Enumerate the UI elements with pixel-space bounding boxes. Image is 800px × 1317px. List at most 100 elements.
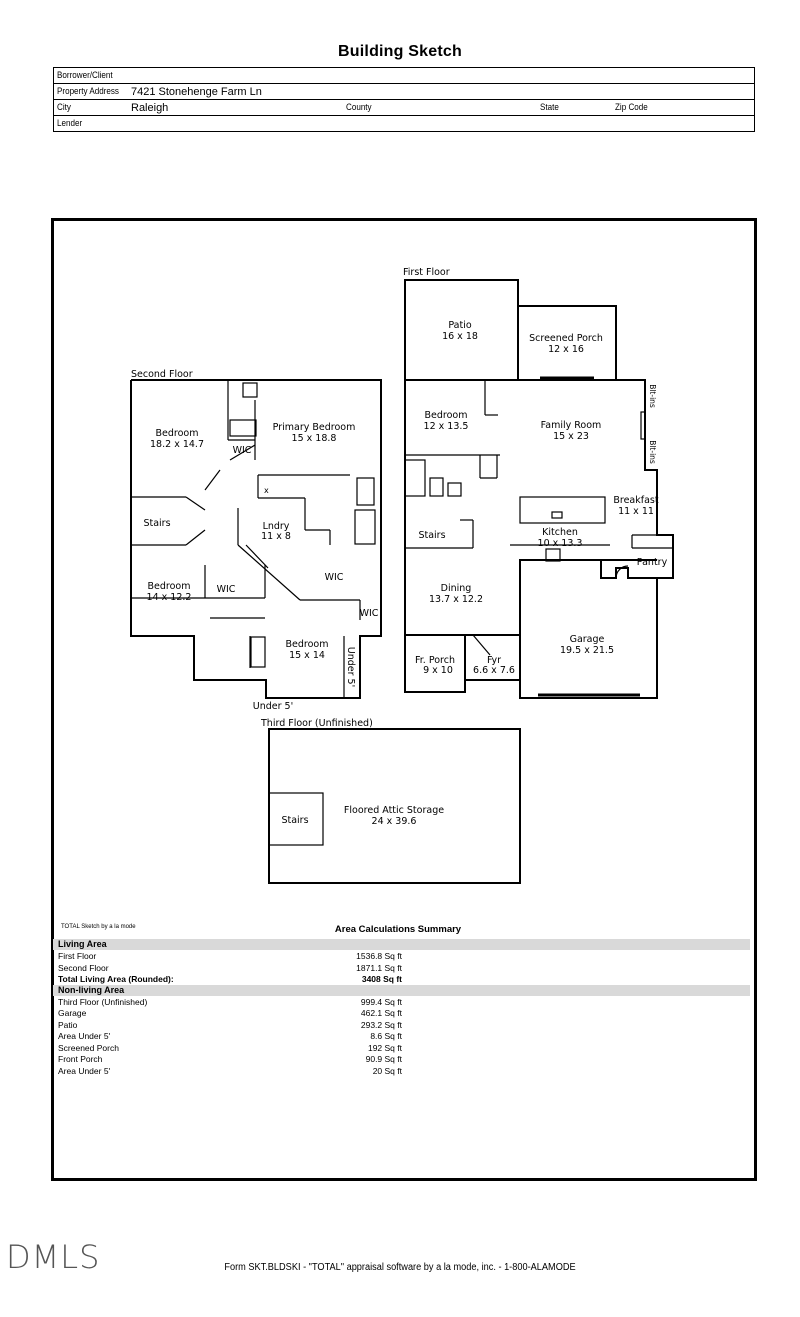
sketch-frame: [51, 218, 757, 1181]
state-label: State: [540, 102, 559, 113]
kitchen-island: [519, 496, 606, 524]
bedroom-ff-name: Bedroom: [425, 410, 468, 421]
total-name: Total Living Area (Rounded):: [58, 974, 174, 984]
area-value: 90.9 Sq ft: [365, 1054, 402, 1064]
area-value: 1871.1 Sq ft: [356, 963, 402, 973]
brand-note: TOTAL Sketch by a la mode: [61, 924, 136, 930]
range: [545, 548, 561, 562]
second-floor-interior: [131, 380, 376, 698]
blt-ins-2-label: Blt-ins: [648, 440, 657, 464]
borrower-row: Borrower/Client: [54, 68, 754, 84]
primary-bedroom-dim: 15 x 18.8: [292, 433, 337, 444]
second-floor-label: Second Floor: [131, 369, 193, 380]
county-label: County: [346, 102, 372, 113]
primary-bedroom-name: Primary Bedroom: [273, 422, 356, 433]
area-row: Patio 293.2 Sq ft: [58, 1020, 748, 1031]
stairs-sf-label: Stairs: [143, 518, 170, 529]
bedroom-sf1-dim: 18.2 x 14.7: [150, 439, 204, 450]
area-value: 293.2 Sq ft: [360, 1020, 402, 1030]
wic4-label: WIC: [360, 608, 379, 619]
floor-plan-sketch: First Floor Second Floor Third Floor (Un…: [130, 267, 674, 884]
under5-side-label: Under 5': [345, 647, 356, 687]
patio-dim: 16 x 18: [442, 331, 478, 342]
under5-label: Under 5': [253, 701, 293, 712]
area-value: 462.1 Sq ft: [360, 1008, 402, 1018]
address-value: 7421 Stonehenge Farm Ln: [131, 86, 262, 98]
tub-2: [354, 509, 376, 545]
fyr-dim: 6.6 x 7.6: [473, 665, 515, 676]
first-floor-plan: [404, 279, 674, 699]
area-name: Screened Porch: [58, 1043, 119, 1053]
property-info-table: Borrower/Client Property Address 7421 St…: [53, 67, 755, 132]
area-title: Area Calculations Summary: [334, 924, 462, 935]
address-label: Property Address: [57, 86, 119, 97]
garage-name: Garage: [570, 634, 605, 645]
fyr-name: Fyr: [487, 655, 501, 666]
family-room-dim: 15 x 23: [553, 431, 589, 442]
fireplace: [404, 459, 426, 497]
third-floor-label: Third Floor (Unfinished): [260, 718, 373, 729]
wic1-label: WIC: [233, 445, 252, 456]
area-value: 999.4 Sq ft: [360, 997, 402, 1007]
area-value: 20 Sq ft: [372, 1066, 402, 1076]
x-mark: x: [264, 486, 269, 495]
bedroom-sf2-dim: 14 x 12.2: [147, 592, 192, 603]
area-value: 8.6 Sq ft: [370, 1031, 402, 1041]
area-row: Area Under 5' 20 Sq ft: [58, 1066, 748, 1077]
wic2-label: WIC: [217, 584, 236, 595]
area-name: Area Under 5': [58, 1031, 111, 1041]
fr-porch-name: Fr. Porch: [415, 655, 455, 666]
second-floor-plan: [130, 379, 382, 699]
form-footer: Form SKT.BLDSKI - "TOTAL" appraisal soft…: [224, 1262, 576, 1273]
dining-name: Dining: [441, 583, 472, 594]
city-label: City: [57, 102, 71, 113]
second-floor-outline: [130, 379, 382, 699]
bedroom-sf3-name: Bedroom: [286, 639, 329, 650]
area-name: Front Porch: [58, 1054, 103, 1064]
area-row: Garage 462.1 Sq ft: [58, 1008, 748, 1019]
attic-dim: 24 x 39.6: [372, 816, 417, 827]
tub-3: [250, 636, 266, 668]
first-floor-label: First Floor: [403, 267, 450, 278]
lndry-name: Lndry: [263, 521, 290, 532]
dmls-logo: DMLS: [6, 1238, 101, 1276]
stairs-ff-label: Stairs: [418, 530, 445, 541]
lender-label: Lender: [57, 118, 83, 129]
area-row: Second Floor 1871.1 Sq ft: [58, 963, 748, 974]
attic-name: Floored Attic Storage: [344, 805, 444, 816]
lender-row: Lender: [54, 116, 754, 131]
pantry-label: Pantry: [637, 557, 668, 568]
area-name: Patio: [58, 1020, 78, 1030]
patio-name: Patio: [448, 320, 471, 331]
total-value: 3408 Sq ft: [361, 974, 402, 984]
attic-stairs: [268, 792, 324, 846]
stairs-tf-label: Stairs: [281, 815, 308, 826]
area-name: First Floor: [58, 951, 97, 961]
lndry-dim: 11 x 8: [261, 531, 291, 542]
living-area-header: Living Area: [53, 939, 750, 950]
area-row: Front Porch 90.9 Sq ft: [58, 1054, 748, 1065]
zip-label: Zip Code: [615, 102, 648, 113]
area-value: 1536.8 Sq ft: [356, 951, 402, 961]
breakfast-name: Breakfast: [613, 495, 658, 506]
garage-dim: 19.5 x 21.5: [560, 645, 614, 656]
bedroom-ff-dim: 12 x 13.5: [424, 421, 469, 432]
wic3-label: WIC: [325, 572, 344, 583]
blt-ins-cabinet-1: [640, 411, 646, 440]
borrower-label: Borrower/Client: [57, 70, 113, 81]
nonliving-area-header: Non-living Area: [53, 985, 750, 996]
dining-dim: 13.7 x 12.2: [429, 594, 483, 605]
fr-porch-dim: 9 x 10: [423, 665, 453, 676]
screened-porch-name: Screened Porch: [529, 333, 603, 344]
area-row: Area Under 5' 8.6 Sq ft: [58, 1031, 748, 1042]
area-name: Garage: [58, 1008, 87, 1018]
city-value: Raleigh: [131, 102, 169, 114]
first-floor-interior: [404, 376, 673, 697]
kitchen-dim: 10 x 13.3: [538, 538, 583, 549]
address-row: Property Address 7421 Stonehenge Farm Ln: [54, 84, 754, 100]
area-value: 192 Sq ft: [367, 1043, 402, 1053]
city-row: City Raleigh County State Zip Code: [54, 100, 754, 116]
page-title: Building Sketch: [338, 43, 462, 60]
total-living-row: Total Living Area (Rounded): 3408 Sq ft: [58, 974, 748, 985]
bedroom-sf1-name: Bedroom: [156, 428, 199, 439]
